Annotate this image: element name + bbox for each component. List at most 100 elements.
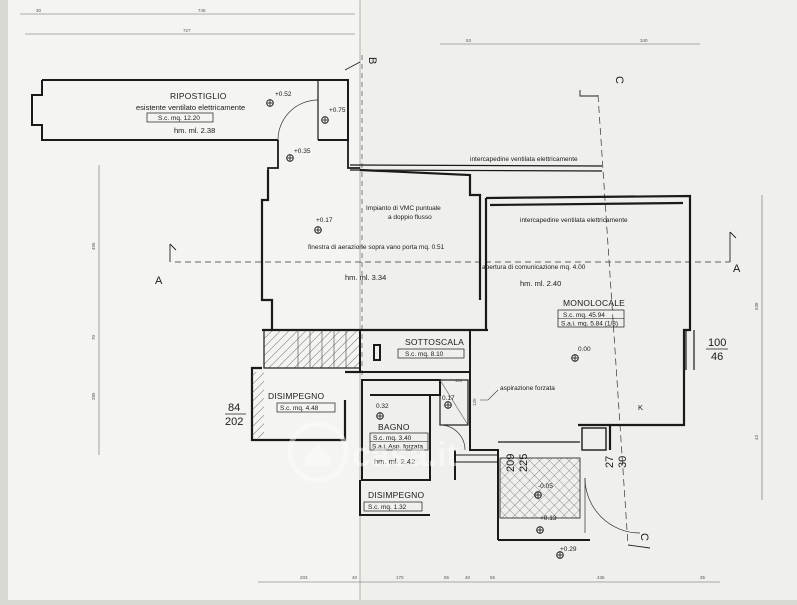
staircase-hatch	[263, 329, 361, 369]
dim-100: 100	[708, 337, 726, 349]
apertura-label: apertura di comunicazione mq. 4.00	[482, 264, 586, 271]
svg-text:43: 43	[754, 434, 759, 440]
level-label-6: 0.32	[376, 403, 389, 410]
top-dimension-ticks: 30 745 727 53 340	[36, 8, 648, 43]
bagno-sai: S.a.i. Asp. forzata	[372, 444, 423, 451]
svg-text:170: 170	[396, 575, 404, 580]
vmc-label-line2: a doppio flusso	[388, 214, 432, 221]
svg-text:538: 538	[754, 302, 759, 310]
sottoscala-area-box	[397, 348, 465, 359]
side-dimension-ticks: 495 70 285 538 43	[91, 242, 759, 440]
svg-text:745: 745	[198, 8, 206, 13]
svg-text:495: 495	[91, 242, 96, 250]
svg-text:70: 70	[91, 334, 96, 340]
section-a-left-arrow	[169, 243, 177, 262]
bottom-dimension-ticks: 203 40 170 56 40 55 436 35	[300, 575, 706, 580]
svg-text:285: 285	[91, 392, 96, 400]
level-label-9: +0.13	[540, 515, 557, 522]
finestra-label: finestra di aerazione sopra vano porta m…	[308, 244, 445, 251]
level-label-3: +0.35	[294, 148, 311, 155]
dim-225: 225	[518, 454, 530, 472]
bagno-area: S.c. mq. 3.40	[373, 435, 412, 442]
svg-text:40: 40	[352, 575, 358, 580]
shower-diagonal	[439, 379, 469, 426]
monolocale-title: MONOLOCALE	[563, 298, 625, 308]
shower-tray	[439, 379, 469, 426]
disimpegno-lower-area-box	[363, 501, 423, 512]
aspirazione-leader-line	[480, 389, 499, 401]
top-dimension-lines	[20, 13, 700, 45]
svg-text:340: 340	[640, 38, 648, 43]
bagno-door-swing	[439, 424, 466, 451]
side-dimension-lines	[98, 165, 763, 500]
watermark-text: casa.it	[352, 436, 458, 474]
level-label-5: 0.00	[578, 346, 591, 353]
dim-30: 30	[617, 456, 629, 468]
section-line-c	[597, 94, 629, 546]
level-label-1: +0.52	[275, 91, 292, 98]
disimpegno-lower-title: DISIMPEGNO	[368, 490, 425, 500]
watermark-logo-icon	[287, 421, 349, 483]
disimpegno-lower-area: S.c. mq. 1.32	[368, 504, 407, 511]
section-c-top-arrow	[579, 90, 598, 97]
section-c-bottom-label: C	[638, 533, 650, 541]
vmc-label-line1: Impianto di VMC puntuale	[366, 205, 441, 212]
level-label-4: +0.17	[316, 217, 333, 224]
sottoscala-walls	[359, 330, 471, 373]
monolocale-window	[685, 330, 695, 370]
dim-110: 110	[455, 378, 463, 383]
intercapedine-top-label: intercapedine ventilata elettricamente	[470, 156, 578, 163]
section-b-label: B	[366, 57, 378, 64]
disimpegno-left-walls	[250, 366, 360, 442]
ripostiglio-height: hm. ml. 2.38	[174, 126, 215, 135]
sottoscala-title: SOTTOSCALA	[405, 337, 464, 347]
entrance-landing-hatch	[499, 457, 581, 519]
level-label-2: +0.75	[329, 107, 346, 114]
level-label-7: 0.17	[442, 395, 455, 402]
bagno-title: BAGNO	[378, 422, 410, 432]
section-c-bottom-arrow	[627, 544, 651, 549]
disimpegno-wall-hatch	[252, 372, 264, 438]
paper-sheet-left	[8, 0, 360, 600]
watermark-house-icon	[305, 445, 331, 466]
sottoscala-area: S.c. mq. 8.10	[405, 351, 444, 358]
monolocale-walls	[480, 194, 692, 450]
section-b-arrow	[344, 61, 361, 71]
ripostiglio-area-box	[146, 112, 214, 123]
disimpegno-left-area-box	[276, 402, 336, 413]
bagno-height: hm. ml. 2.42	[374, 457, 415, 466]
svg-text:436: 436	[597, 575, 605, 580]
svg-text:55: 55	[490, 575, 496, 580]
monolocale-area: S.c. mq. 45.94	[563, 312, 605, 319]
dim-27: 27	[604, 456, 616, 468]
kitchen-mark: K	[638, 403, 643, 412]
level-label-10: +0.29	[560, 546, 577, 553]
svg-text:40: 40	[465, 575, 471, 580]
watermark: casa.it	[287, 421, 458, 483]
disimpegno-left-title: DISIMPEGNO	[268, 391, 325, 401]
section-a-right-label: A	[733, 263, 741, 275]
ripostiglio-door-swing	[277, 99, 319, 141]
aspirazione-label: aspirazione forzata	[500, 385, 555, 392]
svg-text:30: 30	[36, 8, 42, 13]
section-a-left-label: A	[155, 275, 163, 287]
svg-text:53: 53	[466, 38, 472, 43]
svg-text:56: 56	[444, 575, 450, 580]
disimpegno-left-area: S.c. mq. 4.48	[280, 405, 319, 412]
step-lines	[455, 454, 498, 463]
dim-209: 209	[505, 454, 517, 472]
ripostiglio-walls	[31, 79, 349, 141]
ripostiglio-description: esistente ventilato elettricamente	[136, 103, 245, 112]
dim-120: 120	[472, 398, 477, 406]
monolocale-height: hm. ml. 2.40	[520, 279, 561, 288]
intercapedine-mid-label: intercapedine ventilata elettricamente	[520, 217, 628, 224]
monolocale-sai: S.a.i. mq. 5.84 (1/8)	[561, 321, 618, 328]
staircase-treads	[297, 330, 347, 368]
central-room-height: hm. ml. 3.34	[345, 273, 386, 282]
ripostiglio-title: RIPOSTIGLIO	[170, 91, 227, 101]
ripostiglio-area: S.c. mq. 12.20	[158, 115, 200, 122]
dim-46: 46	[711, 351, 723, 363]
section-a-right-arrow	[729, 231, 737, 262]
dim-202: 202	[225, 416, 243, 428]
